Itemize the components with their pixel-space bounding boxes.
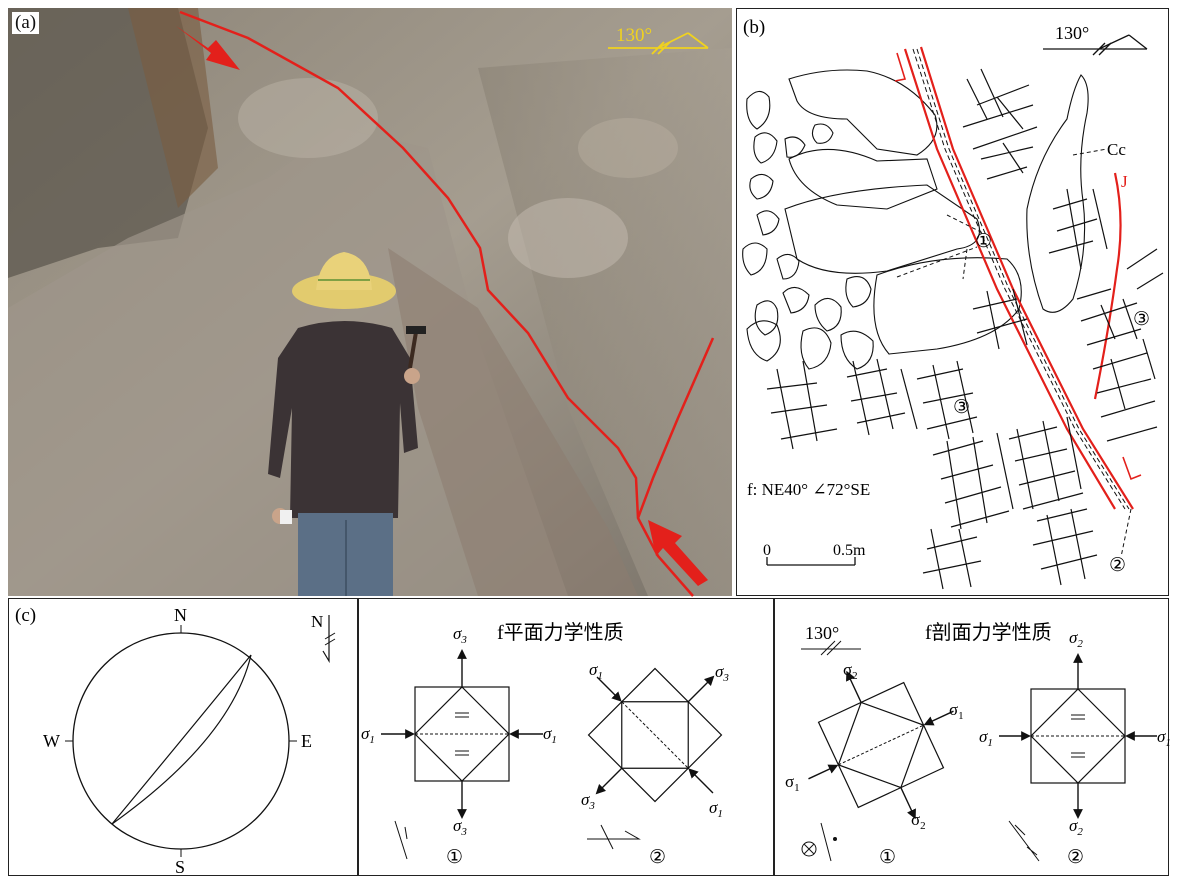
plane-mechanics: f平面力学性质 σ3 σ3 σ1 σ1 σ1 (361, 621, 729, 868)
plane-symbol-2 (587, 824, 641, 850)
field-photo: 130° (8, 8, 732, 597)
stereonet-n: N (174, 605, 187, 625)
panel-label-c: (c) (15, 605, 36, 626)
fault-zone: J (894, 46, 1142, 510)
plane-s3-bottom: σ3 (453, 816, 467, 838)
mechanics-diagram: (c) N S W E N f平面力学性质 (15, 605, 1171, 877)
diag-s3-bottom: σ3 (581, 790, 595, 812)
tilt-s2-top: σ2 (843, 660, 858, 682)
fault-attitude: f: NE40° ∠72°SE (747, 480, 870, 499)
scale-length: 0.5m (833, 542, 866, 559)
north-arrow-label: N (311, 612, 323, 631)
slip-arrow-top (176, 26, 240, 70)
panel-c-mechanics: (c) N S W E N f平面力学性质 (8, 598, 1171, 877)
fracture-network (766, 68, 1164, 590)
section-symbol-2 (1008, 820, 1040, 862)
section-mechanics: f剖面力学性质 130° σ2 σ1 σ1 σ2 (785, 621, 1171, 868)
plane-title: f平面力学性质 (497, 621, 624, 644)
azimuth-indicator: 130° (608, 25, 709, 55)
label-2: ② (1109, 555, 1126, 576)
label-3-right: ③ (1133, 309, 1150, 330)
tilt-s1-left: σ1 (785, 772, 800, 794)
fault-trace (179, 10, 694, 597)
stereonet: N S W E N (43, 605, 336, 877)
stereonet-s: S (175, 857, 185, 877)
plane-symbol-1 (394, 820, 408, 860)
divider-left (357, 599, 359, 875)
plane-s1-left: σ1 (361, 724, 375, 746)
section-azimuth: 130° (805, 623, 839, 643)
diag-s3-top: σ3 (715, 662, 729, 684)
diag-s1-top: σ1 (589, 660, 603, 682)
plane-num-2: ② (649, 847, 666, 868)
scale-bar: 0 0.5m (763, 542, 866, 566)
north-arrow-icon (322, 615, 330, 664)
tilt-s1-right: σ1 (949, 700, 964, 722)
panel-b-sketch: (b) 130° (736, 8, 1169, 596)
tilt-s2-bottom: σ2 (911, 810, 926, 832)
person-figure (268, 321, 418, 518)
section-s1-right: σ1 (1157, 727, 1171, 749)
plane-num-1: ① (446, 847, 463, 868)
azimuth-label-a: 130° (616, 25, 652, 46)
section-s1-left: σ1 (979, 727, 993, 749)
panel-label-b: (b) (743, 17, 765, 38)
stereonet-w: W (43, 731, 60, 751)
section-s2-top: σ2 (1069, 628, 1083, 650)
divider-right (773, 599, 775, 875)
azimuth-label-b: 130° (1055, 23, 1089, 43)
section-title: f剖面力学性质 (925, 621, 1052, 644)
calcite-vein (1026, 74, 1089, 313)
section-num-1: ① (879, 847, 896, 868)
label-1: ① (975, 231, 992, 252)
sketch-diagram: (b) 130° (742, 17, 1164, 590)
breccia-clasts (742, 69, 1022, 370)
section-s2-bottom: σ2 (1069, 816, 1083, 838)
scale-zero: 0 (763, 542, 771, 559)
panel-label-a: (a) (12, 12, 40, 34)
azimuth-indicator-b: 130° (1043, 23, 1148, 56)
plane-s3-top: σ3 (453, 624, 467, 646)
diag-s1-bottom: σ1 (709, 798, 723, 820)
out-of-plane-icon (801, 822, 837, 862)
j-label: J (1121, 172, 1128, 191)
slip-arrow-bottom (648, 520, 708, 586)
section-num-2: ② (1067, 847, 1084, 868)
panel-a-photo: 130° (a) (8, 8, 732, 597)
plane-s1-right: σ1 (543, 724, 557, 746)
cc-label: Cc (1107, 140, 1126, 159)
stereonet-e: E (301, 731, 312, 751)
